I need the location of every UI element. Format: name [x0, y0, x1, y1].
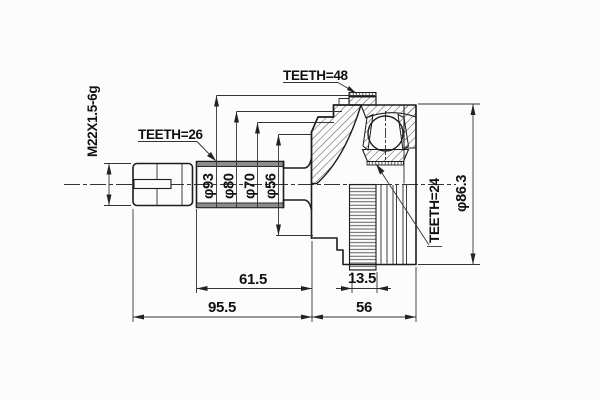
dim-dia-70: φ70 [243, 122, 334, 208]
len-56-text: 56 [356, 299, 372, 316]
label-teeth-48: TEETH=48 [283, 68, 357, 94]
inner-race [361, 148, 410, 163]
cv-body-exterior [310, 183, 417, 271]
len-95-5-text: 95.5 [208, 299, 236, 316]
thread-spec-label: M22X1.5-6g [85, 86, 100, 157]
dim-dia-93: φ93 [201, 95, 375, 208]
dim-thread: M22X1.5-6g [85, 86, 131, 206]
threaded-stub [132, 162, 194, 207]
body-dia-text: φ86.3 [454, 175, 470, 212]
dim-95-5: 95.5 [132, 209, 312, 322]
label-teeth-26: TEETH=26 [138, 127, 216, 161]
dim-61-5: 61.5 [196, 209, 313, 322]
dim-dia-56: φ56 [264, 134, 313, 236]
teeth-24-text: TEETH=24 [427, 177, 442, 243]
len-13-5-text: 13.5 [348, 270, 376, 287]
dim-body-dia: φ86.3 [418, 103, 480, 265]
dia-56-text: φ56 [264, 173, 280, 199]
shaft-neck [282, 157, 313, 211]
abs-ring-side [348, 183, 377, 271]
teeth-48-text: TEETH=48 [283, 68, 349, 83]
dia-70-text: φ70 [243, 173, 259, 199]
dia-80-text: φ80 [222, 173, 238, 199]
dia-93-text: φ93 [201, 173, 217, 199]
teeth-26-text: TEETH=26 [138, 127, 204, 142]
len-61-5-text: 61.5 [239, 271, 267, 288]
abs-ring-section [348, 92, 377, 106]
dim-dia-80: φ80 [222, 111, 342, 208]
dim-13-5: 13.5 [336, 270, 391, 293]
ball-bearing-assembly [361, 111, 410, 166]
dim-56: 56 [312, 267, 417, 322]
label-teeth-24: TEETH=24 [375, 163, 442, 247]
inner-race-spline [366, 161, 404, 166]
splined-shaft [195, 160, 285, 209]
